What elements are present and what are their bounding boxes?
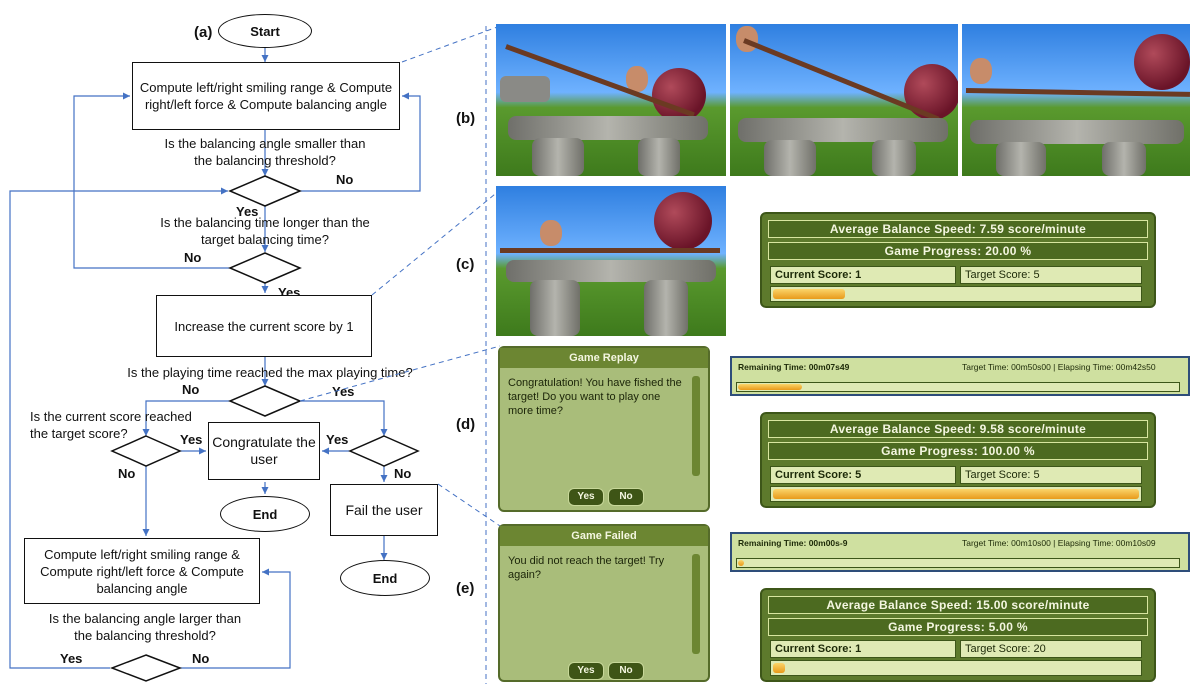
progress-fill: [773, 663, 785, 673]
game-scene-b3: [962, 24, 1190, 176]
score-panel-d: Average Balance Speed: 9.58 score/minute…: [760, 412, 1156, 508]
flowchart-connectors: [9, 48, 421, 682]
time-bar-d: Remaining Time: 00m07s49 Target Time: 00…: [730, 356, 1190, 396]
game-progress-text: Game Progress: 5.00 %: [768, 618, 1148, 636]
dialog-message: Congratulation! You have fished the targ…: [508, 377, 682, 417]
progress-track: [770, 660, 1142, 676]
start-node: Start: [218, 14, 312, 48]
game-progress-text: Game Progress: 100.00 %: [768, 442, 1148, 460]
panel-label-d: (d): [456, 416, 476, 433]
time-fill: [738, 560, 744, 566]
target-time-text: Target Time: 00m10s00 | Elapsing Time: 0…: [962, 538, 1156, 548]
avg-speed-text: Average Balance Speed: 15.00 score/minut…: [768, 596, 1148, 614]
panel-label-b: (b): [456, 110, 476, 127]
congratulate-box: Congratulate the user: [208, 422, 320, 480]
game-scene-b2: [730, 24, 958, 176]
question-balancing-time: Is the balancing time longer than the ta…: [160, 215, 370, 247]
score-panel-e: Average Balance Speed: 15.00 score/minut…: [760, 588, 1156, 682]
flowchart: (a) Start Compute left/right smiling ran…: [0, 0, 480, 684]
current-score-field: Current Score: 1: [770, 266, 956, 284]
progress-fill: [773, 289, 845, 299]
score-panel-c: Average Balance Speed: 7.59 score/minute…: [760, 212, 1156, 308]
question-playing-time: Is the playing time reached the max play…: [127, 365, 413, 380]
target-score-field: Target Score: 5: [960, 466, 1142, 484]
q1-no-label: No: [336, 172, 354, 187]
fail-user-box: Fail the user: [330, 484, 438, 536]
dialog-scrollbar[interactable]: [692, 554, 700, 654]
end-node-2: End: [340, 560, 430, 596]
q5-yes-label: Yes: [326, 432, 349, 447]
no-button[interactable]: No: [608, 488, 644, 506]
end-node-1: End: [220, 496, 310, 532]
q2-no-label: No: [184, 250, 202, 265]
game-failed-dialog: Game Failed You did not reach the target…: [498, 524, 710, 682]
q3-yes-label: Yes: [332, 384, 355, 399]
panel-label-a: (a): [194, 24, 213, 41]
yes-button[interactable]: Yes: [568, 488, 604, 506]
ball: [652, 68, 706, 122]
increase-score-box: Increase the current score by 1: [156, 295, 372, 357]
game-scene-c: [496, 186, 726, 336]
remaining-time-text: Remaining Time: 00m07s49: [738, 362, 850, 372]
avatar-head: [626, 66, 648, 92]
q6-no-label: No: [192, 651, 210, 666]
target-score-field: Target Score: 20: [960, 640, 1142, 658]
q5-no-label: No: [394, 466, 412, 481]
q4-yes-label: Yes: [180, 432, 203, 447]
q1-yes-label: Yes: [236, 204, 259, 219]
remaining-time-text: Remaining Time: 00m00s-9: [738, 538, 848, 548]
question-angle-smaller: Is the balancing angle smaller than the …: [164, 136, 366, 168]
panel-label-c: (c): [456, 256, 475, 273]
current-score-field: Current Score: 1: [770, 640, 956, 658]
yes-button[interactable]: Yes: [568, 662, 604, 680]
game-replay-dialog: Game Replay Congratulation! You have fis…: [498, 346, 710, 512]
progress-fill: [773, 489, 1139, 499]
avg-speed-text: Average Balance Speed: 9.58 score/minute: [768, 420, 1148, 438]
compute-box-1: Compute left/right smiling range & Compu…: [132, 62, 400, 130]
dialog-title: Game Replay: [500, 348, 708, 368]
q3-no-label: No: [182, 382, 200, 397]
progress-track: [770, 486, 1142, 502]
compute-box-2: Compute left/right smiling range & Compu…: [24, 538, 260, 604]
avg-speed-text: Average Balance Speed: 7.59 score/minute: [768, 220, 1148, 238]
time-bar-e: Remaining Time: 00m00s-9 Target Time: 00…: [730, 532, 1190, 572]
panel-label-e: (e): [456, 580, 475, 597]
dialog-title: Game Failed: [500, 526, 708, 546]
q6-yes-label: Yes: [60, 651, 83, 666]
current-score-field: Current Score: 5: [770, 466, 956, 484]
target-time-text: Target Time: 00m50s00 | Elapsing Time: 0…: [962, 362, 1156, 372]
no-button[interactable]: No: [608, 662, 644, 680]
game-progress-text: Game Progress: 20.00 %: [768, 242, 1148, 260]
time-fill: [738, 384, 802, 390]
target-score-field: Target Score: 5: [960, 266, 1142, 284]
game-scene-b1: [496, 24, 726, 176]
question-angle-larger: Is the balancing angle larger than the b…: [48, 611, 242, 643]
dialog-scrollbar[interactable]: [692, 376, 700, 476]
dialog-message: You did not reach the target! Try again?: [508, 555, 665, 581]
progress-track: [770, 286, 1142, 302]
q4-no-label: No: [118, 466, 136, 481]
question-score-reached: Is the current score reached the target …: [30, 409, 192, 441]
